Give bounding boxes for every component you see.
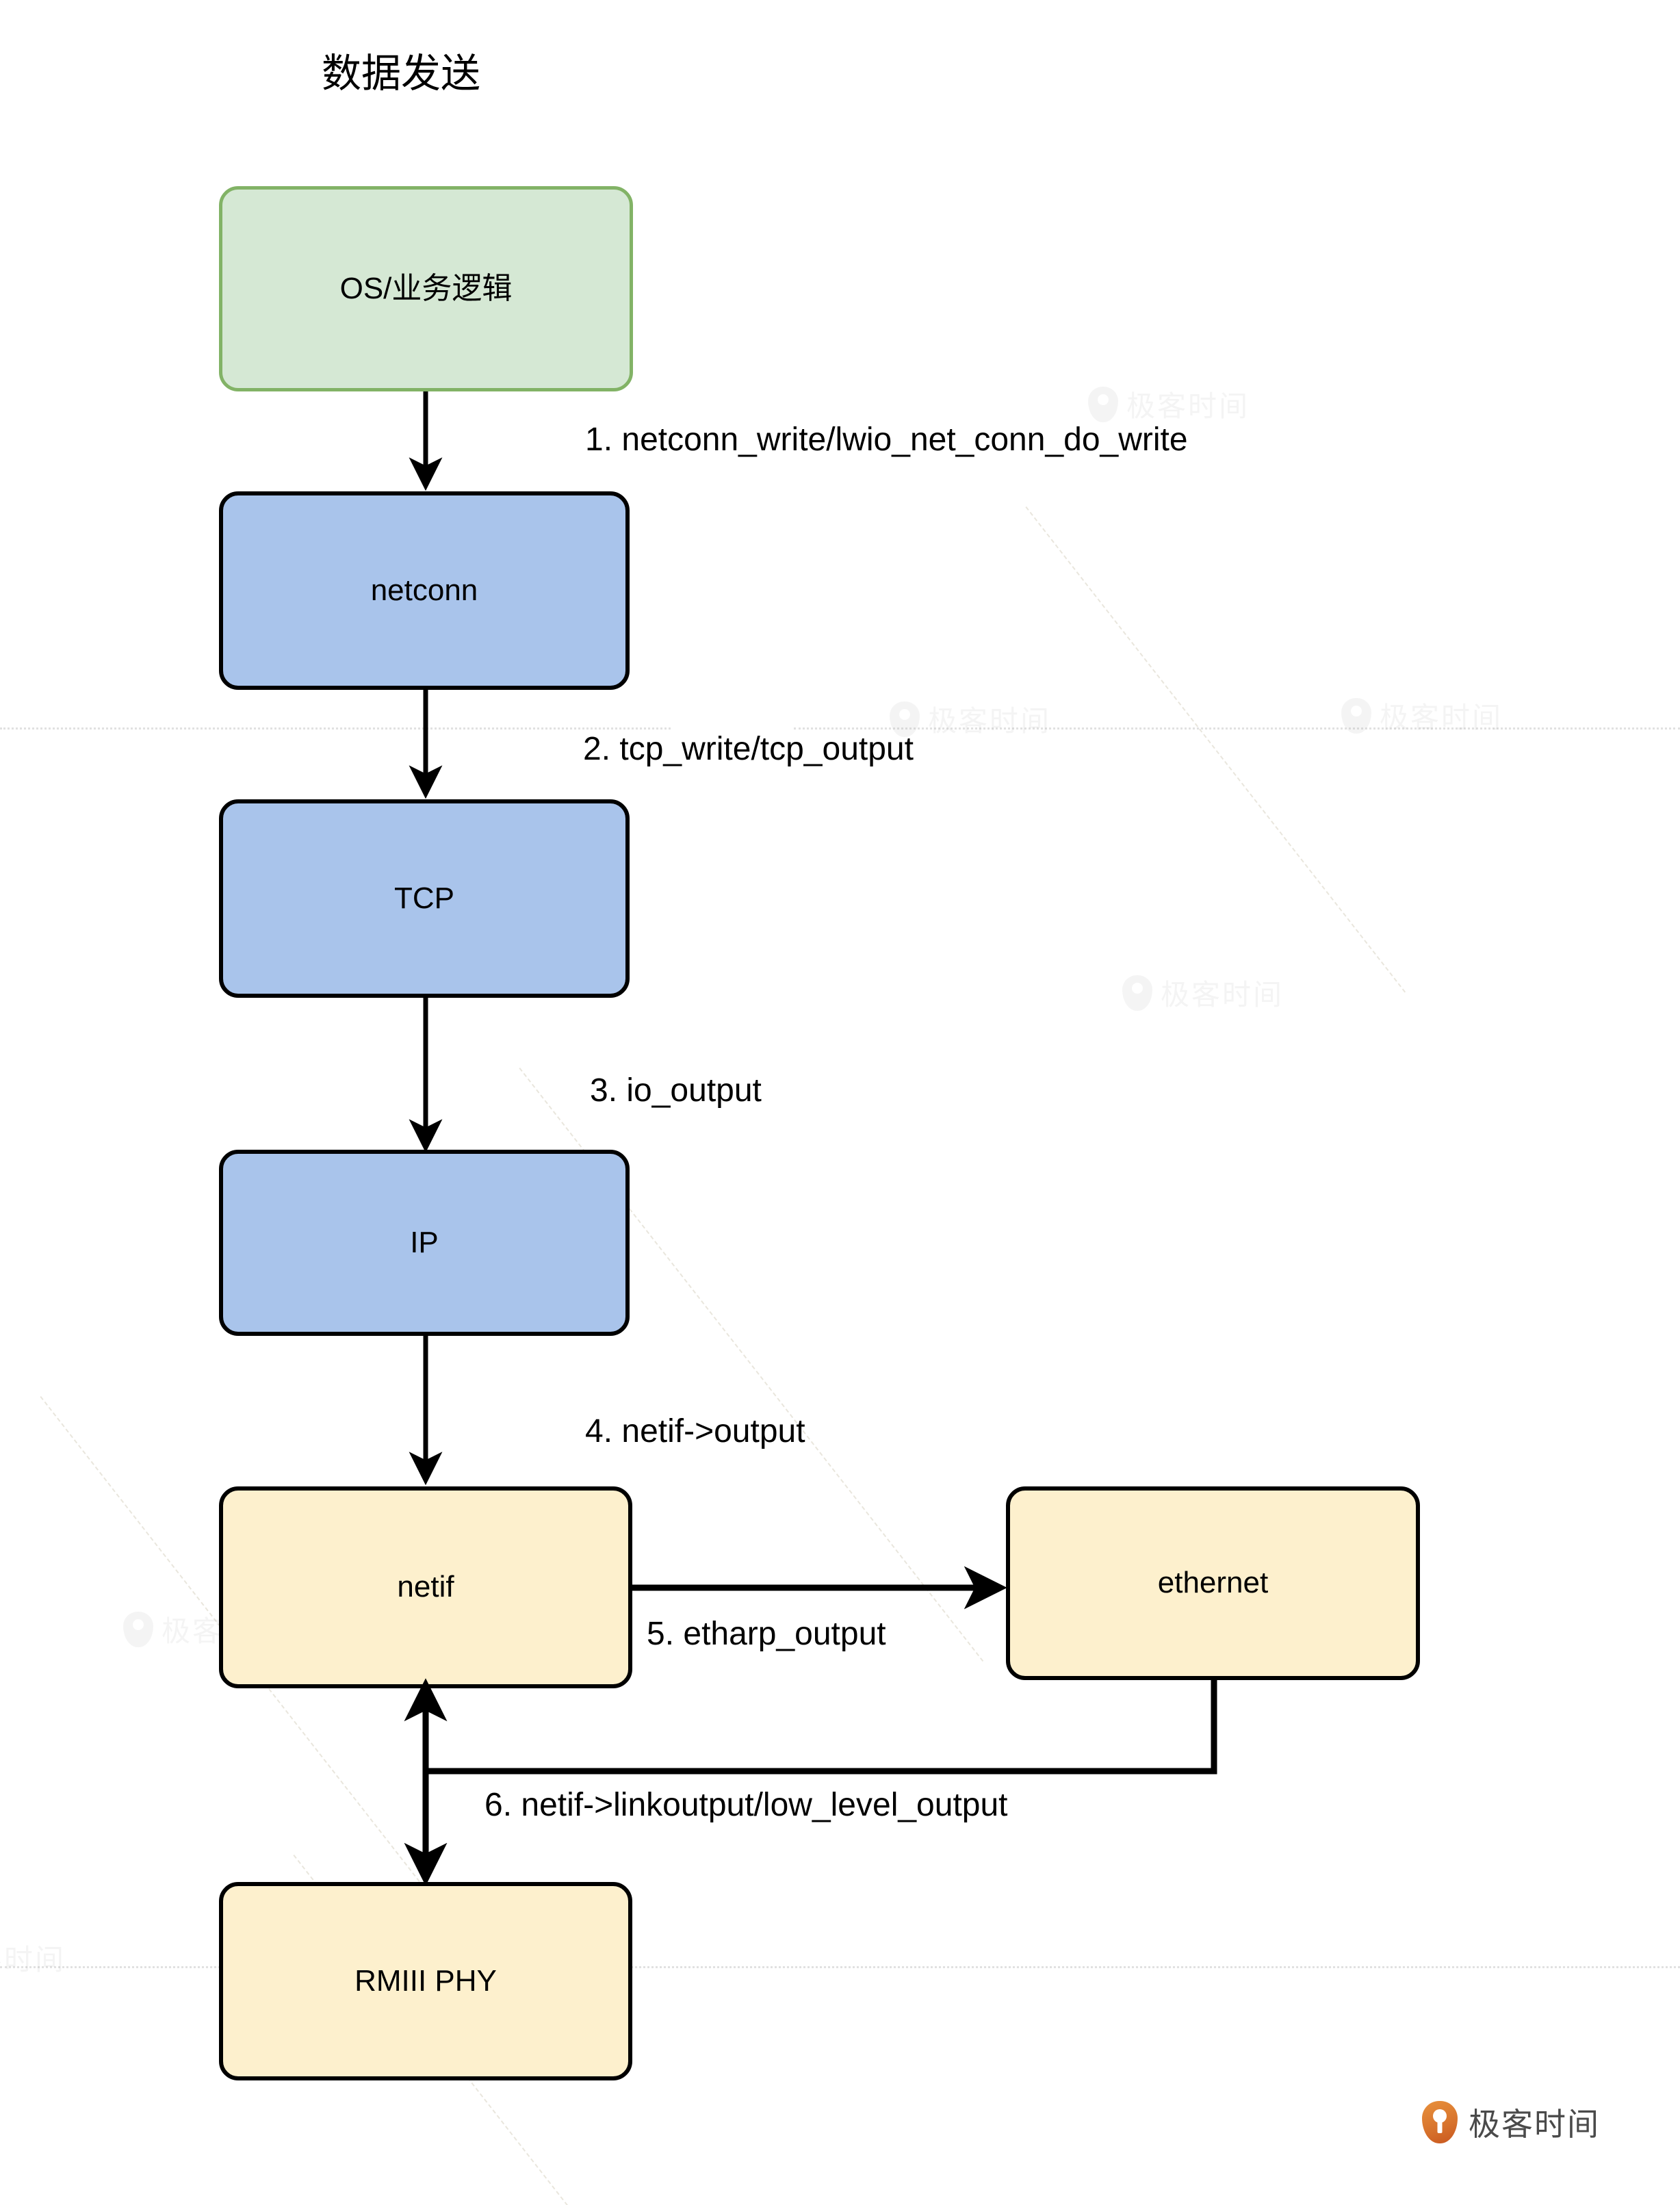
brand-logo: 极客时间 — [1422, 2100, 1600, 2145]
edge-label-4: 4. netif->output — [585, 1413, 805, 1449]
brand-name: 极客时间 — [1469, 2106, 1600, 2143]
page-title: 数据发送 — [322, 51, 481, 96]
node-label: netif — [397, 1570, 454, 1604]
node-phy[interactable]: RMIII PHY — [219, 1882, 632, 2080]
node-netif[interactable]: netif — [219, 1486, 632, 1688]
geektime-logo-icon — [1422, 2101, 1458, 2143]
edge-label-6: 6. netif->linkoutput/low_level_output — [484, 1787, 1008, 1823]
node-label: RMIII PHY — [354, 1963, 497, 1998]
edge-ethernet-netif — [426, 1680, 1217, 1775]
edge-label-5: 5. etharp_output — [647, 1616, 886, 1652]
edge-label-2: 2. tcp_write/tcp_output — [583, 731, 914, 767]
node-netconn[interactable]: netconn — [219, 491, 630, 690]
node-ip[interactable]: IP — [219, 1150, 630, 1336]
node-label: TCP — [394, 881, 454, 915]
edge-label-1: 1. netconn_write/lwio_net_conn_do_write — [585, 422, 1188, 458]
node-label: netconn — [370, 573, 478, 607]
node-label: IP — [410, 1225, 439, 1259]
node-os[interactable]: OS/业务逻辑 — [219, 186, 633, 391]
edge-label-3: 3. io_output — [590, 1072, 762, 1109]
node-ethernet[interactable]: ethernet — [1006, 1486, 1420, 1680]
node-tcp[interactable]: TCP — [219, 799, 630, 998]
node-label: OS/业务逻辑 — [339, 271, 513, 305]
node-label: ethernet — [1157, 1566, 1269, 1600]
